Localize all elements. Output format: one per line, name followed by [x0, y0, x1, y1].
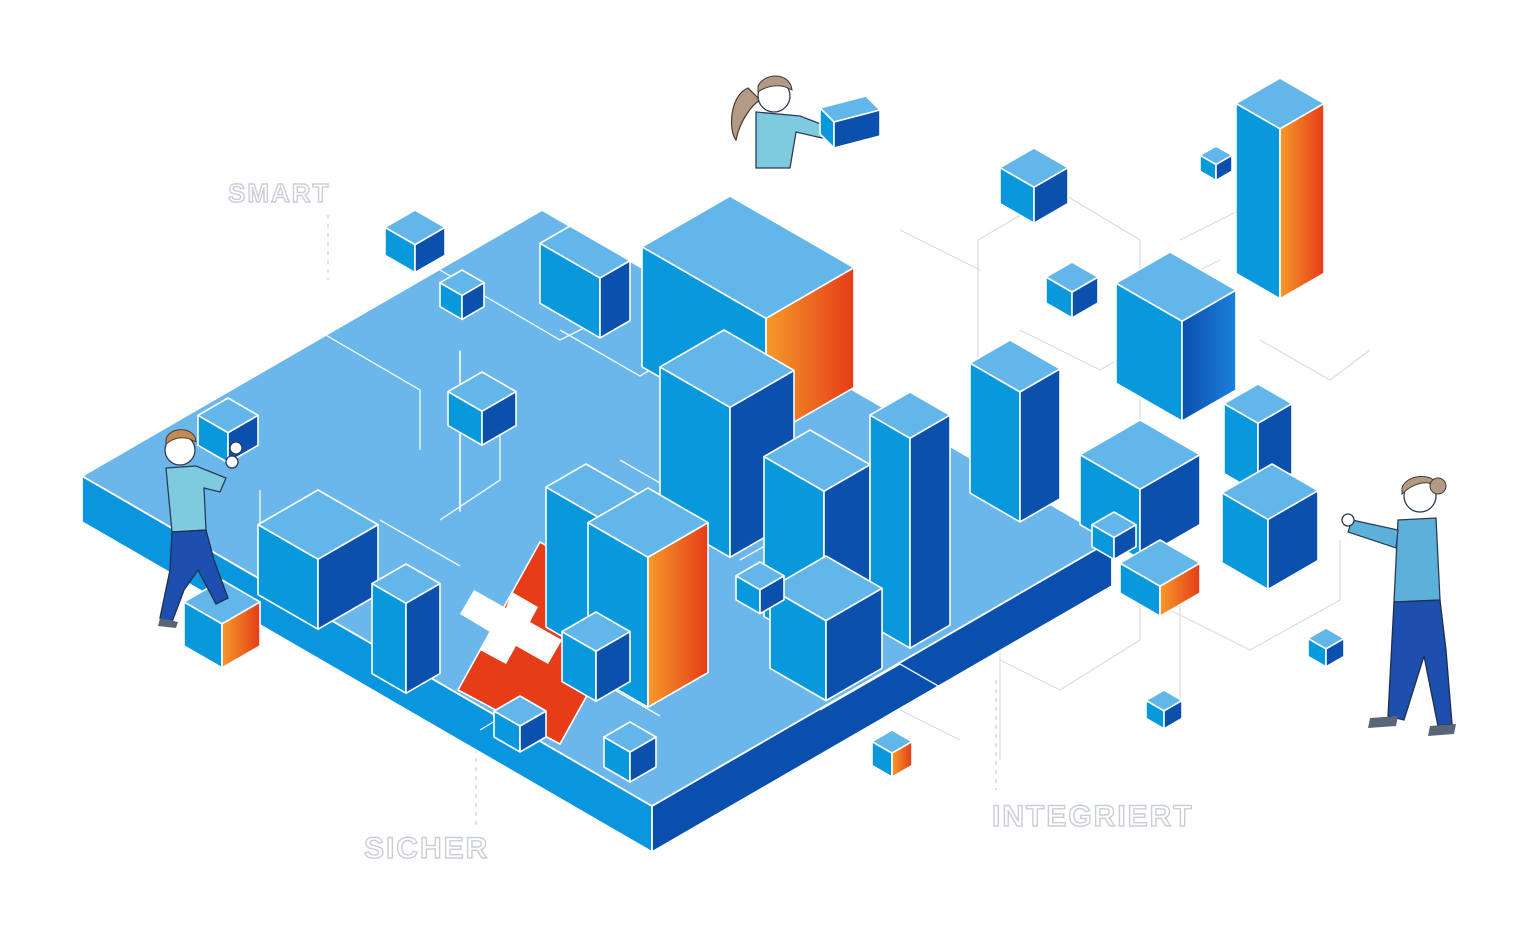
- cube-orange-left: [183, 579, 261, 669]
- cube-floating-6: [1145, 689, 1183, 730]
- cube-floating-small-1-top-face: [999, 147, 1069, 189]
- cube-floating-small-2-top-face: [1199, 145, 1233, 166]
- cube-floating-orange-2: [871, 729, 913, 778]
- cube-floating-small-3: [1045, 261, 1099, 319]
- cube-group: [183, 77, 1345, 783]
- cube-floating-4-top-face: [1091, 511, 1137, 539]
- cube-floating-5: [1307, 627, 1345, 668]
- cube-left-mid-top-face: [197, 397, 259, 434]
- cube-tall-right-right-face: [1279, 102, 1325, 300]
- cube-dark-left-top-face: [257, 489, 379, 561]
- cube-small-tl-top-face: [384, 209, 446, 246]
- cube-front-light-top-face: [603, 721, 657, 753]
- cube-right-stack-top-face: [1079, 419, 1201, 491]
- cube-tower-center-top-face: [659, 329, 795, 409]
- cube-dark-left: [257, 489, 379, 631]
- cube-small-mid-top-face: [735, 561, 785, 591]
- cube-tower-thin-right-face: [909, 414, 951, 649]
- cube-mid-a-top-face: [447, 371, 517, 413]
- cube-dark-top-top-face: [539, 225, 631, 279]
- cube-left-mid: [197, 397, 259, 464]
- label-smart: SMART: [227, 177, 331, 208]
- cube-front-small: [493, 695, 547, 753]
- cube-red-adj: [371, 563, 441, 695]
- person-woman-top: [730, 75, 881, 169]
- cube-floating-orange-top-face: [1119, 539, 1201, 587]
- cube-tower-orange-top-face: [587, 487, 709, 559]
- cube-floating-orange: [1119, 539, 1201, 617]
- cube-front-light: [603, 721, 657, 783]
- cube-floating-4: [1091, 511, 1137, 561]
- cube-right-mid-top-face: [1223, 383, 1293, 425]
- person-woman-right: [1341, 476, 1456, 736]
- cube-small-a-top-face: [439, 269, 485, 297]
- cube-right-block-top-face: [1115, 251, 1237, 323]
- cube-front-big: [769, 555, 883, 702]
- cube-red-adj-top-face: [371, 563, 441, 605]
- cube-tall-right: [1235, 77, 1325, 300]
- cube-right-block: [1115, 251, 1237, 423]
- cube-tall-right-top-face: [1235, 77, 1325, 130]
- cube-floating-small-3-top-face: [1045, 261, 1099, 293]
- cube-mid-a: [447, 371, 517, 447]
- cube-front-big-top-face: [769, 555, 883, 622]
- cube-front-small-top-face: [493, 695, 547, 727]
- cube-tower-right-top-face: [763, 429, 871, 492]
- cube-small-tl: [384, 209, 446, 274]
- cube-held-right: [1221, 463, 1319, 591]
- cube-floating-5-top-face: [1307, 627, 1345, 650]
- cube-orange-left-top-face: [183, 579, 261, 625]
- cube-big-orange-top-face: [641, 195, 855, 320]
- cube-l-shape: [969, 339, 1061, 523]
- person-man-left: [158, 429, 243, 628]
- cube-floating-6-top-face: [1145, 689, 1183, 712]
- cube-blue-mid-top-face: [561, 611, 631, 653]
- label-integriert: INTEGRIERT: [991, 799, 1194, 833]
- cube-l-shape-right-face: [1019, 368, 1061, 523]
- cube-floating-small-2: [1199, 145, 1233, 182]
- cube-small-a: [439, 269, 485, 321]
- cube-floating-small-1: [999, 147, 1069, 225]
- cube-dark-top: [539, 225, 631, 339]
- cube-tall-right-left-face: [1235, 102, 1281, 300]
- cube-blue-mid: [561, 611, 631, 703]
- held-cube-woman: [819, 95, 881, 149]
- cube-small-mid: [735, 561, 785, 615]
- cube-held-right-top-face: [1221, 463, 1319, 521]
- cube-floating-orange-2-top-face: [871, 729, 913, 754]
- cube-l-shape-top-face: [969, 339, 1061, 393]
- label-sicher: SICHER: [363, 831, 490, 865]
- cube-tower-thin-top-face: [869, 391, 951, 439]
